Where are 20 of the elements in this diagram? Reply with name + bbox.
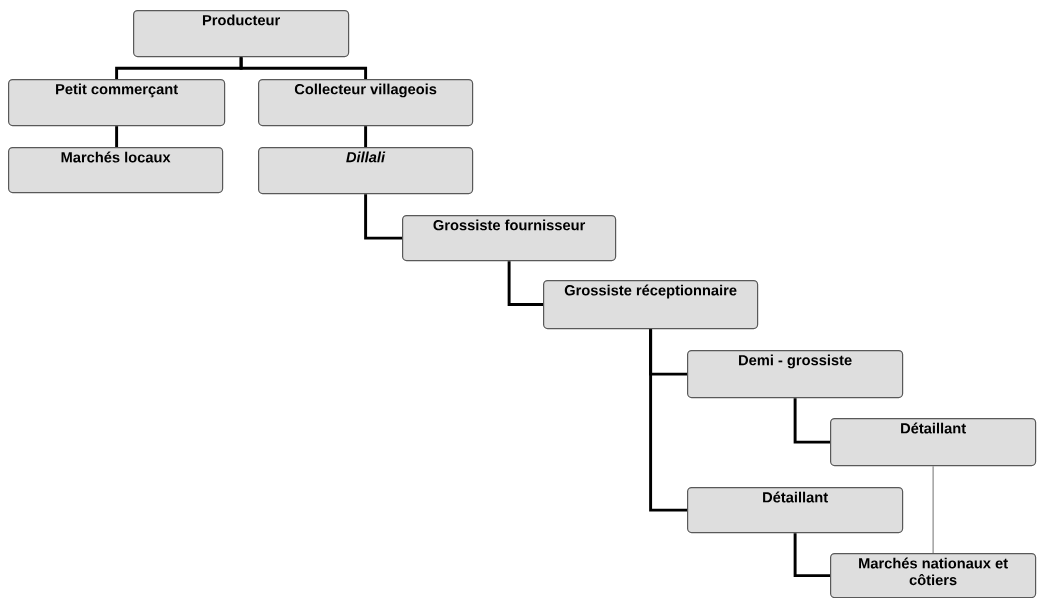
connector-line: [115, 126, 119, 147]
process-box: Marchés nationaux et côtiers: [830, 553, 1037, 598]
connector-line: [793, 533, 830, 578]
connector-line: [239, 57, 368, 79]
connector-line: [649, 329, 687, 512]
connector-line: [507, 261, 543, 307]
process-box: Demi - grossiste: [687, 350, 904, 399]
connector-line: [793, 398, 830, 444]
process-box: Dillali: [258, 147, 474, 195]
process-box: Grossiste fournisseur: [402, 215, 617, 262]
process-box: Petit commerçant: [8, 79, 226, 127]
process-box: Détaillant: [687, 487, 904, 534]
connector-line: [364, 194, 402, 240]
process-box: Collecteur villageois: [258, 79, 474, 127]
connector-line: [932, 465, 934, 554]
process-box: Grossiste réceptionnaire: [543, 280, 759, 330]
connector-line: [364, 126, 368, 147]
process-box: Producteur: [133, 10, 350, 58]
process-box: Détaillant: [830, 418, 1037, 467]
process-box: Marchés locaux: [8, 147, 224, 194]
